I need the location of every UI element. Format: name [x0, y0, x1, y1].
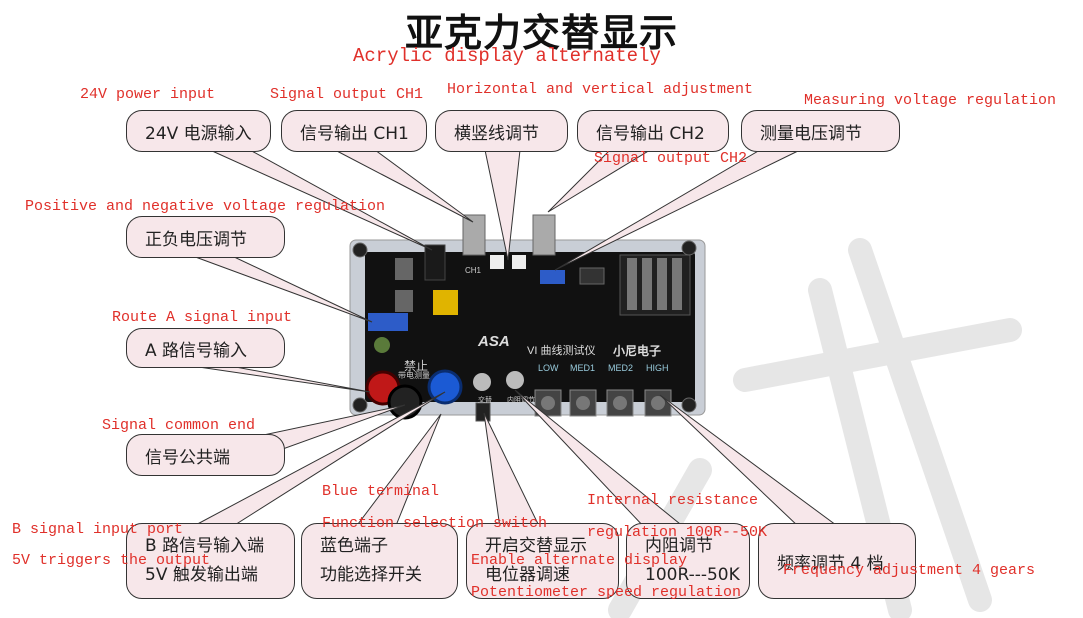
- callout-b-input-trigger: B 路信号输入端 5V 触发输出端: [126, 523, 295, 599]
- en-enable-alternate: Enable alternate display: [471, 552, 688, 569]
- en-route-a: Route A signal input: [112, 309, 293, 326]
- callout-alternate-display: 开启交替显示 电位器调速: [466, 523, 619, 599]
- callout-blue-line2: 功能选择开关: [320, 565, 422, 585]
- en-hv-adjust: Horizontal and vertical adjustment: [447, 81, 754, 98]
- board-alt-label: 交替: [478, 397, 492, 404]
- callout-measure-voltage: 测量电压调节: [741, 110, 900, 152]
- en-internal-resistance: Internal resistance: [587, 492, 759, 509]
- board-res-label: 内阻调节: [507, 397, 535, 404]
- en-function-switch: Function selection switch: [322, 515, 548, 532]
- diagram-subtitle: Acrylic display alternately: [353, 45, 661, 67]
- en-b-input: B signal input port: [12, 521, 184, 538]
- en-signal-common: Signal common end: [102, 417, 256, 434]
- en-potentiometer: Potentiometer speed regulation: [471, 584, 742, 601]
- gear-med2-label: MED2: [608, 363, 634, 373]
- en-power-input: 24V power input: [80, 86, 216, 103]
- callout-signal-ch1: 信号输出 CH1: [281, 110, 427, 152]
- board-forbid: 禁止: [404, 359, 429, 373]
- callout-signal-ch2: 信号输出 CH2: [577, 110, 729, 152]
- en-frequency: Frequency adjustment 4 gears: [783, 562, 1036, 579]
- callout-blue-line1: 蓝色端子: [320, 536, 388, 556]
- callout-b-line1: B 路信号输入端: [145, 536, 265, 556]
- callout-alt-line1: 开启交替显示: [485, 536, 587, 556]
- en-signal-ch1: Signal output CH1: [270, 86, 424, 103]
- en-blue-terminal: Blue terminal: [322, 483, 440, 500]
- gear-med1-label: MED1: [570, 363, 596, 373]
- callout-blue-terminal: 蓝色端子 功能选择开关: [301, 523, 458, 599]
- callout-frequency: 频率调节 4 档: [758, 523, 916, 599]
- callout-power-input: 24V 电源输入: [126, 110, 271, 152]
- callout-b-line2: 5V 触发输出端: [145, 565, 258, 585]
- board-forbid-note: 带电测量: [398, 371, 430, 380]
- board-maker: 小尼电子: [613, 344, 662, 358]
- callout-signal-common: 信号公共端: [126, 434, 285, 476]
- callout-route-a-input: A 路信号输入: [126, 328, 285, 368]
- en-measure-voltage: Measuring voltage regulation: [804, 92, 1057, 109]
- callout-posneg-voltage: 正负电压调节: [126, 216, 285, 258]
- diagram-title: 亚克力交替显示: [404, 10, 678, 55]
- gear-low-label: LOW: [538, 363, 559, 373]
- gear-high-label: HIGH: [646, 363, 669, 373]
- en-internal-resistance-range: regulation 100R--50K: [587, 524, 768, 541]
- callout-res-line2: 100R---50K: [645, 565, 740, 585]
- en-signal-ch2: Signal output CH2: [594, 150, 748, 167]
- en-5v-trigger: 5V triggers the output: [12, 552, 211, 569]
- callout-alt-line2: 电位器调速: [485, 565, 570, 585]
- board-brand: ASA: [478, 333, 510, 350]
- callout-res-line1: 内阻调节: [645, 536, 713, 556]
- callout-hv-adjust: 横竖线调节: [435, 110, 568, 152]
- board-product-name: VI 曲线测试仪: [527, 345, 596, 357]
- callout-internal-resistance: 内阻调节 100R---50K: [626, 523, 750, 599]
- board-ch1-label: CH1: [465, 266, 482, 275]
- en-posneg-voltage: Positive and negative voltage regulation: [25, 198, 386, 215]
